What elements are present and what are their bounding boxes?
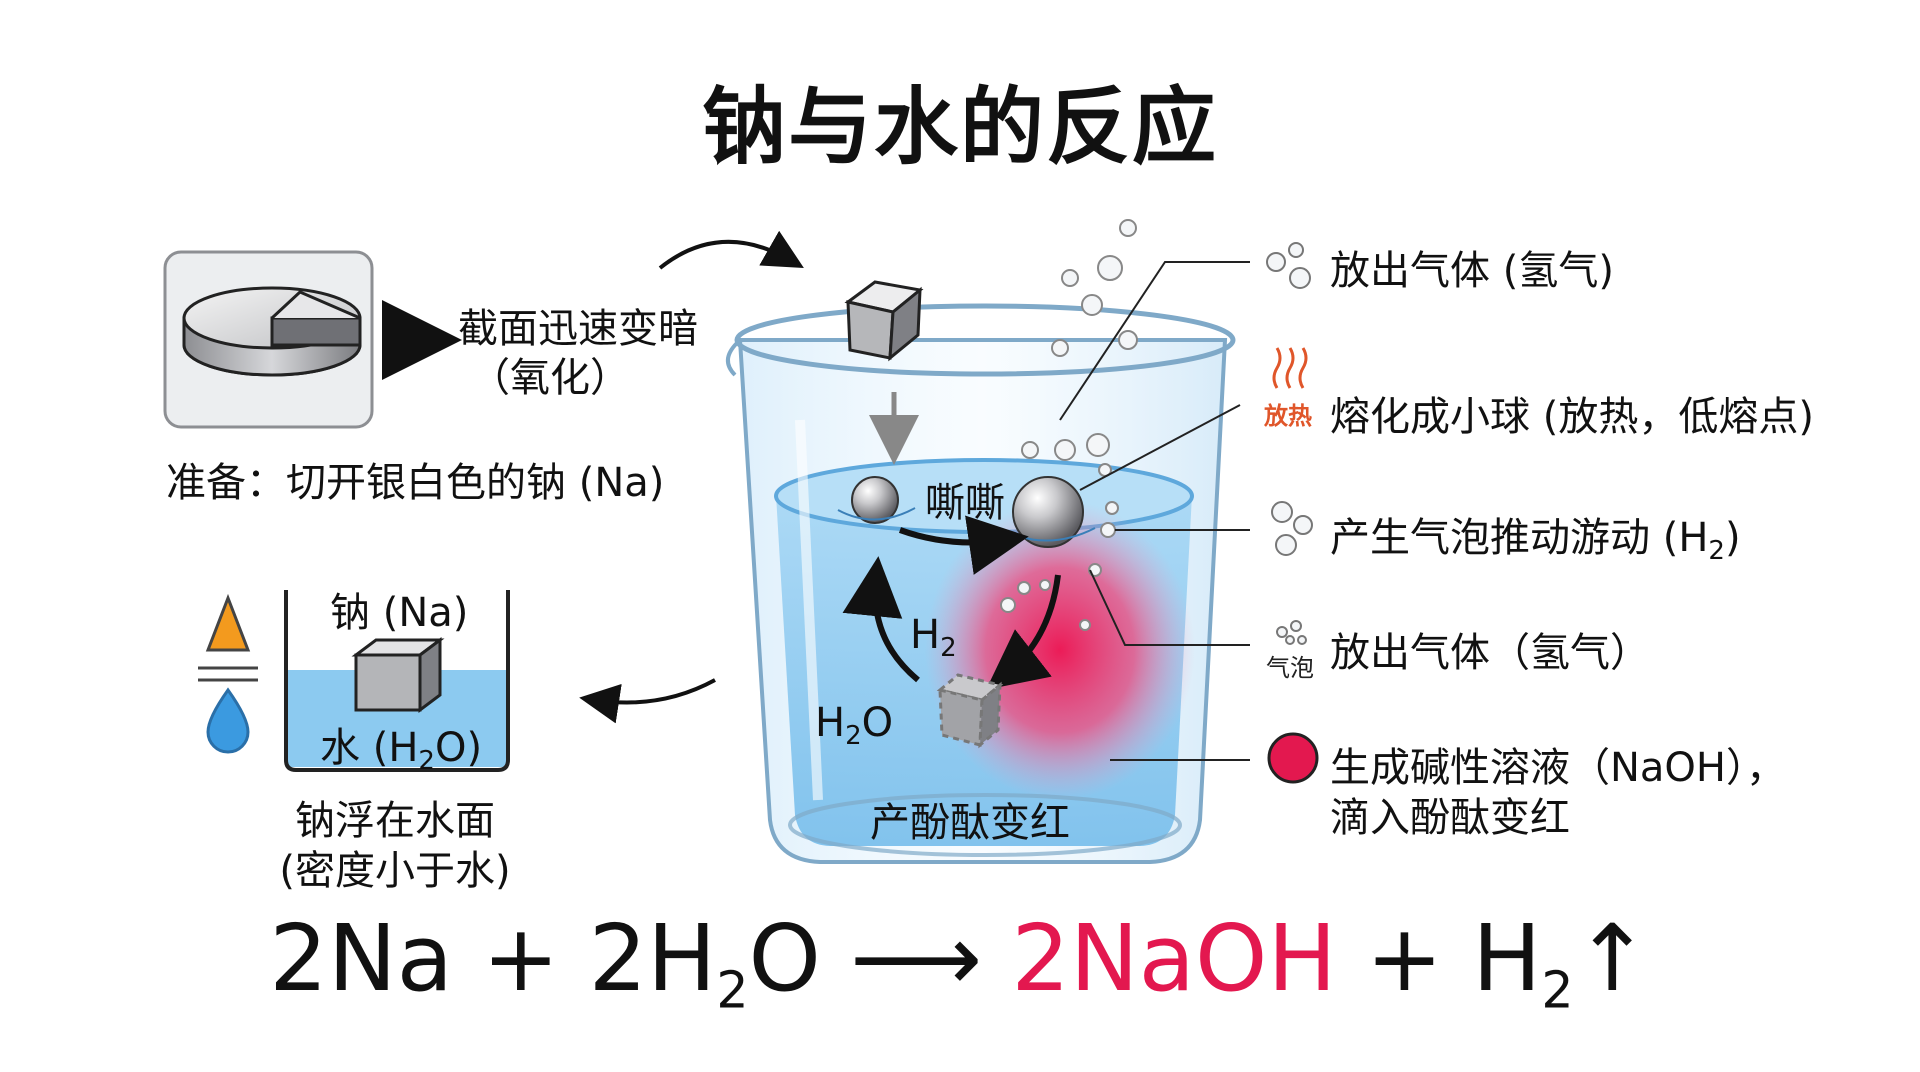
cut-label-line2: （氧化） [470, 345, 630, 403]
sizzle-label: 嘶嘶 [925, 470, 1005, 528]
sodium-ball-small [852, 477, 898, 523]
water-drop-icon [208, 690, 248, 752]
curved-arrow-to-float-panel [595, 680, 715, 703]
float-caption-line2: (密度小于水) [250, 838, 540, 896]
heat-icon [1274, 348, 1306, 388]
annotation-gas-release-2: 放出气体（氢气） [1330, 620, 1650, 678]
gas-icon-label: 气泡 [1266, 648, 1314, 683]
alkali-dot-icon [1269, 734, 1317, 782]
beaker-bottom-label: 产酚酞变红 [870, 790, 1070, 848]
ghost-cube [940, 675, 1000, 745]
annotation-gas-release-1: 放出气体 (氢气) [1330, 238, 1614, 296]
flame-icon [208, 598, 248, 650]
float-water-label: 水 (H2O) [320, 715, 482, 776]
prep-caption: 准备：切开银白色的钠 (Na) [166, 450, 664, 508]
sodium-cut-block-panel [165, 252, 372, 427]
curved-arrow-into-beaker [660, 242, 790, 268]
annotation-melt: 熔化成小球 (放热，低熔点) [1330, 384, 1814, 442]
annotation-alkali-line2: 滴入酚酞变红 [1330, 785, 1570, 843]
density-icon [198, 598, 258, 752]
bubble-icon-3 [1277, 621, 1306, 644]
h2-label: H2 [910, 612, 957, 663]
bubble-icon-2 [1272, 502, 1312, 555]
beaker [728, 306, 1233, 862]
h2o-label: H2O [815, 700, 893, 751]
page-title: 钠与水的反应 [0, 60, 1920, 181]
float-sodium-label: 钠 (Na) [330, 580, 468, 638]
bubble-icon-1 [1267, 243, 1310, 288]
heat-icon-label: 放热 [1264, 396, 1312, 431]
annotation-bubble-push: 产生气泡推动游动 (H2) [1330, 505, 1741, 566]
chemical-equation: 2Na + 2H2O ⟶ 2NaOH + H2↑ [0, 905, 1920, 1020]
